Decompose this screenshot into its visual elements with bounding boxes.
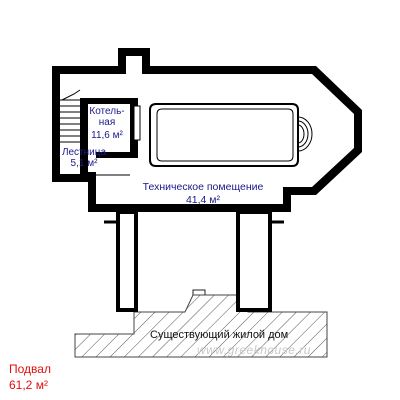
stairs-label: Лестница 5,1 м²	[60, 147, 108, 169]
door-stub	[88, 172, 96, 178]
boiler-room-wall	[80, 98, 88, 178]
pillar-right	[236, 210, 272, 312]
boiler-room-area: 11,6 м²	[91, 130, 123, 141]
boiler-room-name-2: ная	[98, 117, 116, 128]
floor-area: 61,2 м²	[9, 378, 48, 392]
floor-title: Подвал	[9, 362, 51, 376]
existing-house-entry	[192, 289, 206, 295]
pillar-left	[116, 210, 138, 312]
pool-outline-inner	[156, 108, 294, 162]
existing-house-label: Существующий жилой дом	[150, 329, 289, 341]
technical-room-label: Техническое помещение 41,4 м²	[128, 181, 278, 207]
stairs-name: Лестница	[61, 147, 107, 158]
boiler-room-wall-top	[80, 98, 138, 104]
stairs-area: 5,1 м²	[70, 158, 98, 169]
technical-room-area: 41,4 м²	[185, 194, 221, 206]
staircase	[60, 89, 81, 143]
pool-steps	[297, 116, 313, 152]
boiler-room-name-1: Котель-	[89, 106, 125, 117]
floor-caption: Подвал 61,2 м²	[9, 361, 51, 393]
watermark: www.greekhouse.ru	[197, 343, 311, 357]
boiler-room-wall-bottom	[96, 152, 138, 158]
pool-outline-outer	[149, 103, 299, 167]
boiler-room-label: Котель- ная 11,6 м²	[86, 106, 128, 141]
technical-room-name: Техническое помещение	[142, 181, 264, 193]
boiler-equipment	[133, 105, 141, 141]
